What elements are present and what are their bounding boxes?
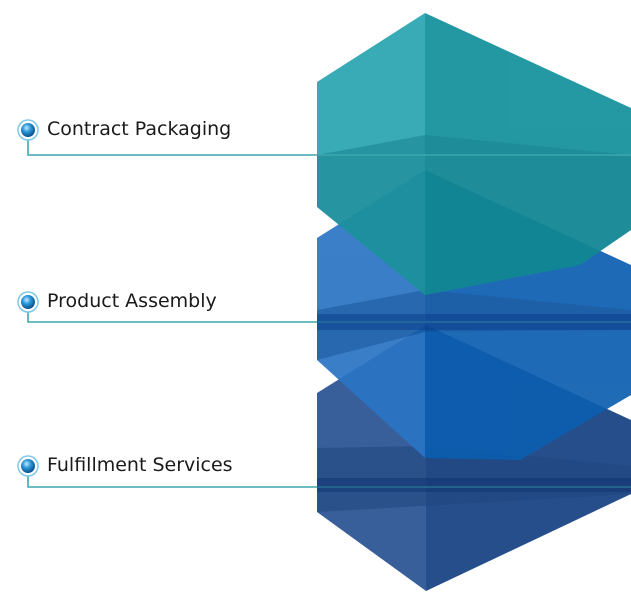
connector-band-assembly [317,314,631,330]
hexagon-block-fulfillment-band [317,446,631,512]
label-fulfillment-services: Fulfillment Services [47,454,233,476]
marker-fulfillment-icon [17,455,39,477]
hexagon-block-packaging-band [317,135,631,295]
label-contract-packaging: Contract Packaging [47,118,232,140]
marker-assembly-icon [17,291,39,313]
marker-packaging-icon [17,119,39,141]
connector-band-fulfillment [317,478,631,492]
hexagon-block-packaging [317,13,631,295]
label-product-assembly: Product Assembly [47,290,217,312]
